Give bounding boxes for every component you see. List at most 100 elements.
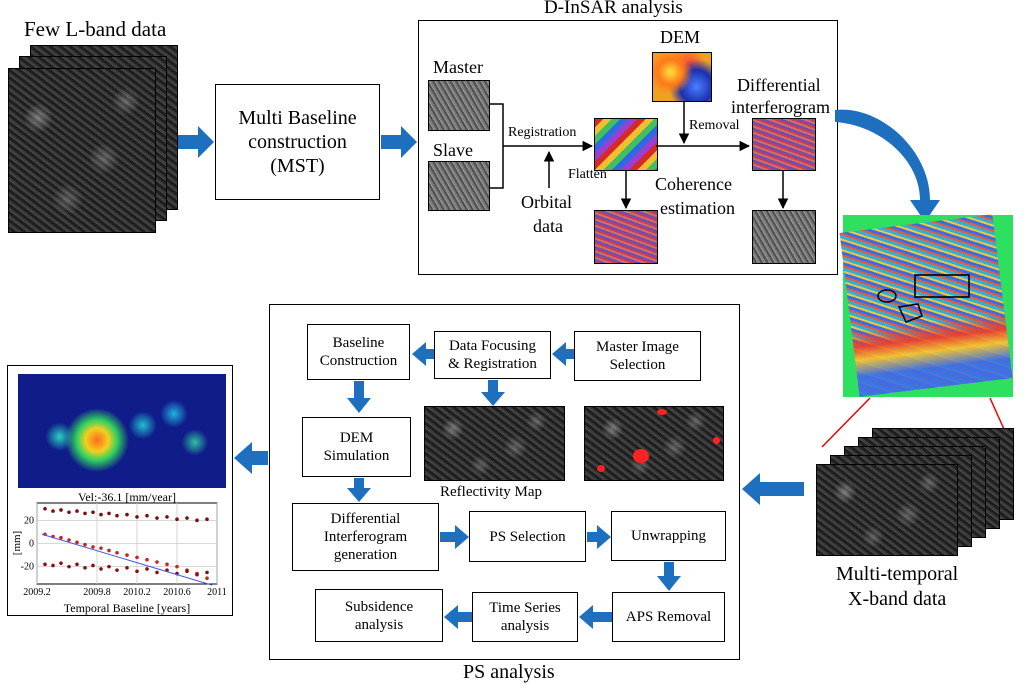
slave-image <box>428 161 490 211</box>
chart-xlabel: Temporal Baseline [years] <box>64 601 190 615</box>
reflectivity-map-image <box>424 406 565 481</box>
data-point <box>145 557 149 562</box>
ps-selection-box: PS Selection <box>469 511 586 562</box>
y-tick-label: 20 <box>24 515 34 526</box>
interferogram-image <box>594 118 658 171</box>
ps-points-image <box>584 406 724 481</box>
data-point <box>83 511 87 516</box>
mst-box: Multi Baseline construction (MST) <box>215 84 380 200</box>
dem-simulation-box: DEM Simulation <box>302 417 411 477</box>
aps-removal-box: APS Removal <box>612 592 725 642</box>
reflectivity-label: Reflectivity Map <box>440 484 543 500</box>
subsidence-line-2: analysis <box>354 616 404 633</box>
differential-image <box>752 118 816 171</box>
dem-image <box>652 52 712 102</box>
baseline-line-1: Baseline <box>332 335 385 351</box>
data-point <box>67 538 71 542</box>
data-point <box>175 517 179 521</box>
chart-series <box>41 506 213 586</box>
data-point <box>155 516 159 520</box>
arrow-focus-to-baseline <box>412 342 434 366</box>
zoom-line-left <box>821 397 871 448</box>
slave-label: Slave <box>433 140 473 160</box>
flatten-label: Flatten <box>568 167 607 182</box>
chart-ylabel: [mm] <box>11 531 23 555</box>
arrow-master-to-focus <box>552 342 574 366</box>
xband-interferogram <box>839 214 1013 397</box>
data-point <box>185 569 189 574</box>
subsidence-line-1: Subsidence <box>344 598 414 615</box>
time-series-box: Time Series analysis <box>472 592 578 642</box>
subsidence-box: Subsidence analysis <box>315 589 443 642</box>
registration-label: Registration <box>508 125 577 140</box>
master-selection-box: Master Image Selection <box>574 331 701 381</box>
multitemporal-label-2: X-band data <box>848 588 947 610</box>
y-tick-labels: 20 0 -20 <box>21 515 34 572</box>
data-point <box>91 563 95 568</box>
data-point <box>175 564 179 569</box>
data-point <box>43 562 47 567</box>
data-point <box>195 518 199 523</box>
arrow-ts-to-subsidence <box>444 605 472 629</box>
arrow-unwrap-to-aps <box>657 562 681 591</box>
data-point <box>125 553 129 557</box>
time-series-line-1: Time Series <box>489 600 561 616</box>
data-point <box>185 516 189 520</box>
diff-gen-line-2: Interferogram <box>323 529 408 545</box>
diff-gen-line-3: generation <box>333 547 398 563</box>
orbital-label-2: data <box>533 216 563 236</box>
arrow-to-mst <box>178 126 214 158</box>
data-point <box>99 546 103 550</box>
data-point <box>75 509 79 513</box>
data-point <box>195 572 199 577</box>
aps-removal-text: APS Removal <box>625 609 712 625</box>
data-point <box>165 515 169 519</box>
data-point <box>99 512 103 517</box>
removal-label: Removal <box>689 118 740 133</box>
data-point <box>67 564 71 569</box>
baseline-line-2: Construction <box>319 353 398 369</box>
data-point <box>125 512 129 517</box>
mst-line-2: construction <box>248 131 347 153</box>
multitemporal-label-1: Multi-temporal <box>836 563 959 585</box>
focusing-line-2: & Registration <box>448 356 537 372</box>
y-tick-label: 0 <box>29 539 34 550</box>
differential-label-1: Differential <box>737 75 821 95</box>
data-point <box>59 535 63 540</box>
arrow-diff-to-ps <box>440 525 469 549</box>
data-point <box>135 569 139 574</box>
ps-selection-text: PS Selection <box>489 528 566 545</box>
data-point <box>205 517 209 521</box>
data-point <box>115 568 119 572</box>
diff-interferogram-box: Differential Interferogram generation <box>292 503 439 571</box>
data-point <box>145 567 149 571</box>
data-point <box>125 566 129 570</box>
unwrapping-text: Unwrapping <box>631 528 706 544</box>
coherence-label-2: estimation <box>660 198 735 218</box>
arrow-to-dinsar <box>381 126 417 158</box>
x-tick-label: 2011 <box>207 587 227 598</box>
data-point <box>75 562 79 567</box>
master-image <box>428 80 490 131</box>
arrow-dem-to-diff <box>347 478 371 502</box>
data-point <box>43 506 47 511</box>
data-point <box>135 555 139 560</box>
focusing-box: Data Focusing & Registration <box>434 331 551 379</box>
data-point <box>205 576 209 581</box>
x-tick-label: 2010.6 <box>163 587 191 598</box>
dem-label: DEM <box>660 27 700 47</box>
time-series-line-2: analysis <box>500 618 550 634</box>
y-tick-label: -20 <box>21 562 34 573</box>
differential-label-2: interferogram <box>731 97 830 117</box>
data-point <box>91 510 95 515</box>
time-series-chart: Vel:-36.1 [mm/year] Temporal Baseline [y… <box>11 490 227 615</box>
master-label: Master <box>433 57 483 77</box>
data-point <box>107 564 111 569</box>
data-point <box>99 567 103 571</box>
lband-image-1 <box>8 68 156 233</box>
data-point <box>115 513 119 518</box>
flattened-image <box>594 210 658 264</box>
x-tick-label: 2009.8 <box>83 587 111 598</box>
